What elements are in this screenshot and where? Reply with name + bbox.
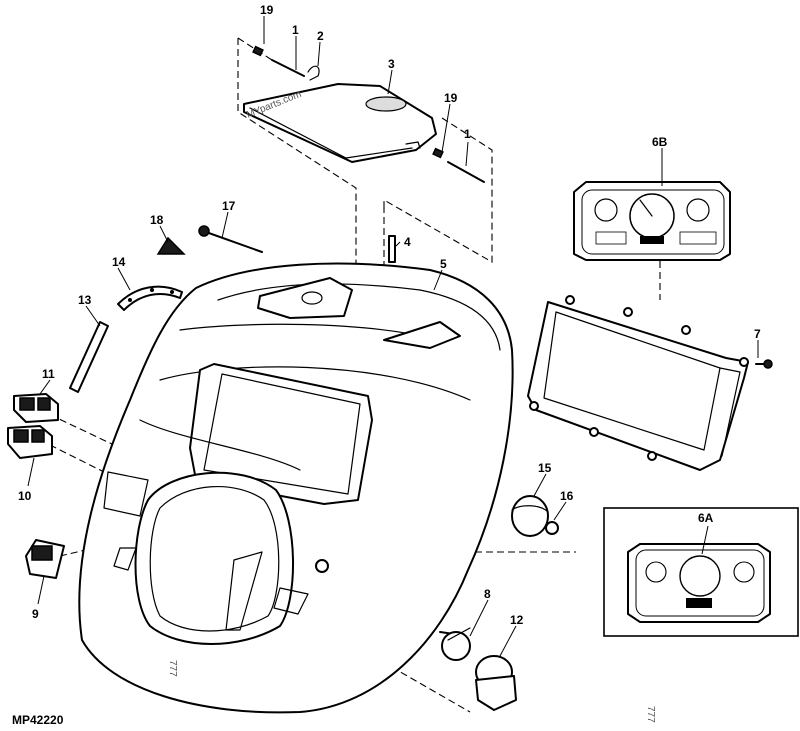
clip-18 [156,236,186,255]
dash-housing [78,262,514,714]
pin-right [432,147,485,183]
callout-13: 13 [78,293,92,307]
callout-14: 14 [112,255,126,269]
leader-lines [27,16,759,657]
nut-16 [545,521,559,535]
callout-5: 5 [440,257,447,271]
callout-1-top: 19 [260,3,274,17]
pin-4 [388,235,396,263]
callout-11: 11 [42,367,55,381]
cluster-frame [527,295,749,471]
figure-code: MP42220 [12,713,64,727]
callout-6a: 6A [698,511,714,525]
bracket-14 [117,285,183,311]
inset-box-6a [603,507,799,637]
callout-10: 10 [18,489,32,503]
cover-panel [243,83,437,163]
screw-7 [755,359,773,369]
bolt-17 [198,225,263,253]
callout-1-upper: 1 [292,23,299,37]
callout-3: 3 [388,57,395,71]
switch-11 [13,393,59,423]
callout-15: 15 [538,461,552,475]
callout-9: 9 [32,607,39,621]
callout-18: 18 [150,213,164,227]
callout-6b: 6B [652,135,668,149]
callout-7: 7 [754,327,761,341]
callout-4: 4 [404,235,411,249]
corner-mark-1: 777 [167,660,178,677]
switch-10 [7,425,53,459]
switch-9 [25,539,65,579]
gauge-cluster-6b [573,181,731,261]
pin-top [252,45,320,81]
callout-1-right: 1 [464,127,471,141]
callout-8: 8 [484,587,491,601]
callout-12: 12 [510,613,524,627]
callout-17: 17 [222,199,236,213]
sensor-8 [439,627,471,661]
callout-16: 16 [560,489,574,503]
knob-15 [511,495,549,537]
trim-strip-13 [69,321,109,393]
gauge-12 [475,655,517,711]
callout-labels: 19 1 2 2 3 19 19 1 6B 17 18 4 5 14 13 7 … [18,3,761,627]
corner-mark-2: 777 [645,706,656,723]
callout-19-right: 19 [444,91,458,105]
callout-2-label: 2 [317,29,324,43]
